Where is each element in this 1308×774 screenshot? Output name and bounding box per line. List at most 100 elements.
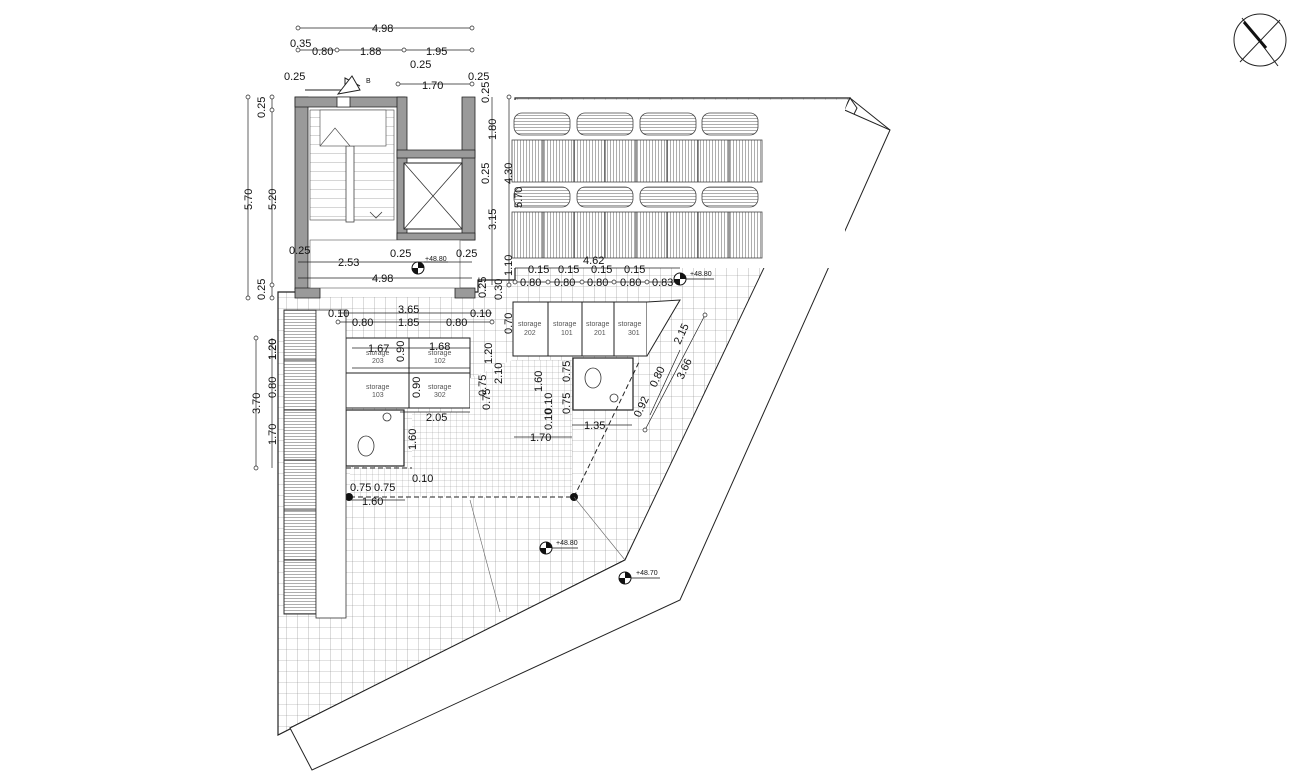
storage-labels: storage 202 storage 101 storage 201 stor… (366, 321, 641, 399)
central-area (345, 359, 641, 613)
dim-text: 1.88 (360, 46, 381, 58)
dim-text: 0.75 (561, 393, 573, 414)
dim-text: 0.25 (468, 71, 489, 83)
dim-text: 1.35 (584, 420, 605, 432)
storage-number: 202 (524, 330, 536, 337)
elevation-label-core: +48.80 (425, 256, 447, 263)
dim-text: 0.15 (558, 264, 579, 276)
dim-text: 2.53 (338, 257, 359, 269)
storage-number: 203 (372, 358, 384, 365)
elevation-marker: +48.70 (618, 570, 660, 585)
storage-top-row (512, 299, 681, 357)
storage-number: 201 (594, 330, 606, 337)
solar-panels (511, 112, 763, 259)
storage-label: storage (428, 350, 451, 357)
elevation-label-storage: +48.80 (690, 271, 712, 278)
dim-text: 0.25 (390, 248, 411, 260)
storage-label: storage (618, 321, 641, 328)
dim-text: 0.90 (395, 341, 407, 362)
dim-text: 4.98 (372, 273, 393, 285)
dim-text: 5.70 (243, 189, 255, 210)
dimension-lines (247, 27, 706, 501)
dim-text: 0.10 (543, 409, 555, 430)
dim-text: 2.05 (426, 412, 447, 424)
dim-text: 0.10 (543, 393, 555, 414)
dim-text: 0.80 (446, 317, 467, 329)
dim-text: 4.98 (372, 23, 393, 35)
dim-text: 0.80 (554, 277, 575, 289)
storage-number: 302 (434, 392, 446, 399)
dim-text: 0.10 (470, 308, 491, 320)
dim-text: 0.35 (290, 38, 311, 50)
dim-text: 0.80 (520, 277, 541, 289)
dim-text: 0.25 (256, 279, 268, 300)
dim-text: 0.25 (289, 245, 310, 257)
dim-text: 5.20 (267, 189, 279, 210)
dim-text: 0.80 (352, 317, 373, 329)
dim-text: 1.60 (533, 371, 545, 392)
storage-label: storage (518, 321, 541, 328)
storage-number: 101 (561, 330, 573, 337)
dim-text: 0.75 (477, 375, 489, 396)
elevation-marker: +48.80 (539, 540, 578, 555)
dim-text: 1.60 (362, 496, 383, 508)
storage-number: 301 (628, 330, 640, 337)
dim-text: 0.25 (284, 71, 305, 83)
dim-text: 1.60 (407, 429, 419, 450)
dim-text: 1.67 (368, 343, 389, 355)
elevation-label-terrace: +48.80 (556, 540, 578, 547)
dim-text: 0.75 (481, 389, 493, 410)
elevation-label-parapet: +48.70 (636, 570, 658, 577)
dim-text: 1.70 (422, 80, 443, 92)
dim-text: 0.30 (493, 279, 505, 300)
storage-label: storage (366, 350, 389, 357)
dim-text: 0.75 (350, 482, 371, 494)
storage-number: 102 (434, 358, 446, 365)
wc-rooms (345, 357, 634, 467)
dim-text: 0.25 (480, 163, 492, 184)
dim-text: 2.10 (493, 363, 505, 384)
storage-label: storage (428, 384, 451, 391)
dim-text: 1.70 (530, 432, 551, 444)
dim-text: 0.80 (620, 277, 641, 289)
dim-text: 1.70 (267, 424, 279, 445)
storage-label: storage (553, 321, 576, 328)
dim-text: 0.25 (477, 277, 489, 298)
dim-text: 0.10 (412, 473, 433, 485)
dim-text: 1.95 (426, 46, 447, 58)
dim-text: 0.25 (480, 82, 492, 103)
dim-text: 0.80 (267, 377, 279, 398)
dim-text: 0.80 (312, 46, 333, 58)
storage-label: storage (366, 384, 389, 391)
dim-text: 0.15 (591, 264, 612, 276)
dim-text: 1.80 (487, 119, 499, 140)
planter-strip (283, 309, 347, 619)
dim-text: 4.62 (583, 255, 604, 267)
dim-text: 0.10 (328, 308, 349, 320)
dim-text: 1.20 (483, 343, 495, 364)
dim-text: 0.75 (374, 482, 395, 494)
dim-text: 0.15 (528, 264, 549, 276)
section-marker-label: B (366, 78, 371, 85)
north-arrow-icon (1233, 13, 1287, 67)
dim-text: 1.20 (267, 339, 279, 360)
dim-text: 0.83 (652, 277, 673, 289)
dim-text: 0.75 (561, 361, 573, 382)
dim-text: 1.20 (267, 339, 279, 360)
storage-label: storage (586, 321, 609, 328)
dim-text: 1.10 (503, 255, 515, 276)
dim-text: 4.30 (503, 163, 515, 184)
dim-text: 0.15 (624, 264, 645, 276)
dim-text: 0.25 (456, 248, 477, 260)
dim-text: 3.65 (398, 304, 419, 316)
dim-text: 0.70 (503, 313, 515, 334)
dim-text: 0.25 (256, 97, 268, 118)
dim-text: 1.85 (398, 317, 419, 329)
dim-text: 0.90 (411, 377, 423, 398)
dim-text: 3.15 (487, 209, 499, 230)
storage-number: 103 (372, 392, 384, 399)
dim-text: 3.70 (251, 393, 263, 414)
dim-text: 0.80 (587, 277, 608, 289)
dim-text: 1.68 (429, 341, 450, 353)
